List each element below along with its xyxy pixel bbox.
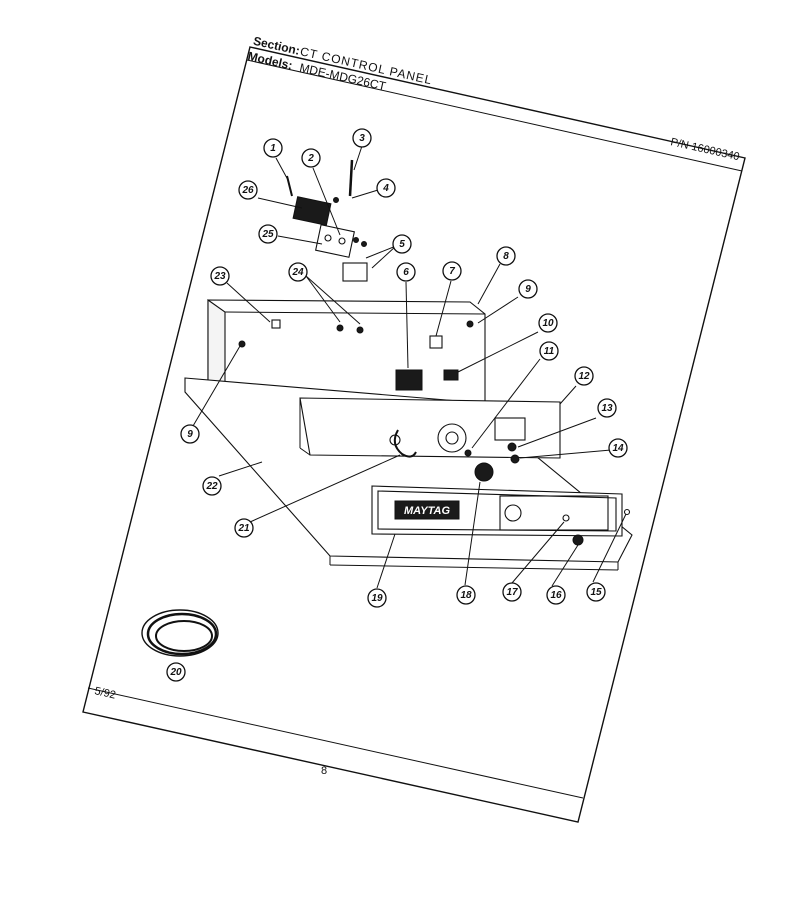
lamp-socket-21: [393, 429, 417, 458]
brand-label: MAYTAG: [404, 505, 450, 517]
callout-number: 7: [449, 266, 455, 277]
callout-number: 8: [503, 251, 509, 262]
revision-date: 5/92: [93, 685, 117, 701]
leader-lines: [192, 145, 627, 589]
callout-18: 18: [456, 585, 476, 605]
switch-block: [342, 262, 368, 282]
callout-24: 24: [288, 262, 308, 282]
callout-number: 3: [359, 133, 365, 144]
callout-1: 1: [263, 138, 283, 158]
callout-number: 15: [590, 587, 602, 598]
callout-13: 13: [597, 398, 617, 418]
switch-7: [429, 335, 443, 349]
callout-number: 14: [612, 443, 624, 454]
callout-number: 12: [578, 371, 590, 382]
callout-7: 7: [442, 261, 462, 281]
callout-number: 5: [399, 239, 405, 250]
callout-8: 8: [496, 246, 516, 266]
callout-number: 22: [205, 481, 218, 492]
callout-6: 6: [396, 262, 416, 282]
callout-22: 22: [202, 476, 222, 496]
callout-number: 2: [307, 153, 314, 164]
knob-16: [572, 534, 584, 546]
clip-23: [271, 319, 281, 329]
callout-9: 9: [180, 424, 200, 444]
callout-21: 21: [234, 518, 254, 538]
callout-9: 9: [518, 279, 538, 299]
callout-2: 2: [301, 148, 321, 168]
callout-number: 13: [601, 403, 613, 414]
callout-number: 1: [270, 143, 276, 154]
callout-number: 16: [550, 590, 562, 601]
callout-4: 4: [376, 178, 396, 198]
callout-17: 17: [502, 582, 522, 602]
callout-number: 20: [169, 667, 182, 678]
callout-number: 17: [506, 587, 518, 598]
callout-number: 23: [213, 271, 226, 282]
callout-number: 21: [237, 523, 250, 534]
callout-3: 3: [352, 128, 372, 148]
light-10: [443, 369, 459, 381]
callout-11: 11: [539, 341, 559, 361]
callout-number: 9: [187, 429, 193, 440]
callout-19: 19: [367, 588, 387, 608]
wire-harness-20: [141, 609, 219, 657]
callout-23: 23: [210, 266, 230, 286]
callout-10: 10: [538, 313, 558, 333]
callout-number: 6: [403, 267, 409, 278]
mounting-bracket: [299, 397, 561, 459]
page-number: 8: [321, 765, 327, 777]
buzzer-6: [395, 369, 423, 391]
timer-bracket: [315, 224, 355, 258]
callout-12: 12: [574, 366, 594, 386]
callout-16: 16: [546, 585, 566, 605]
callout-14: 14: [608, 438, 628, 458]
callout-5: 5: [392, 234, 412, 254]
callout-25: 25: [258, 224, 278, 244]
callout-number: 19: [371, 593, 383, 604]
callout-26: 26: [238, 180, 258, 200]
part-number: P/N 16000340: [669, 136, 740, 163]
callout-number: 11: [544, 346, 555, 357]
brand-plate: [394, 500, 460, 520]
callout-number: 25: [261, 229, 274, 240]
thermostat: [292, 196, 332, 226]
callout-number: 4: [382, 183, 389, 194]
callout-number: 26: [241, 185, 254, 196]
callout-number: 9: [525, 284, 531, 295]
knob-18: [474, 462, 494, 482]
callout-number: 10: [542, 318, 554, 329]
callout-number: 18: [460, 590, 472, 601]
front-panel: [371, 485, 623, 537]
assembly-drawing: MAYTAG: [141, 145, 633, 657]
callout-number: 24: [291, 267, 304, 278]
callout-15: 15: [586, 582, 606, 602]
callout-20: 20: [166, 662, 186, 682]
page-frame: [82, 46, 746, 823]
